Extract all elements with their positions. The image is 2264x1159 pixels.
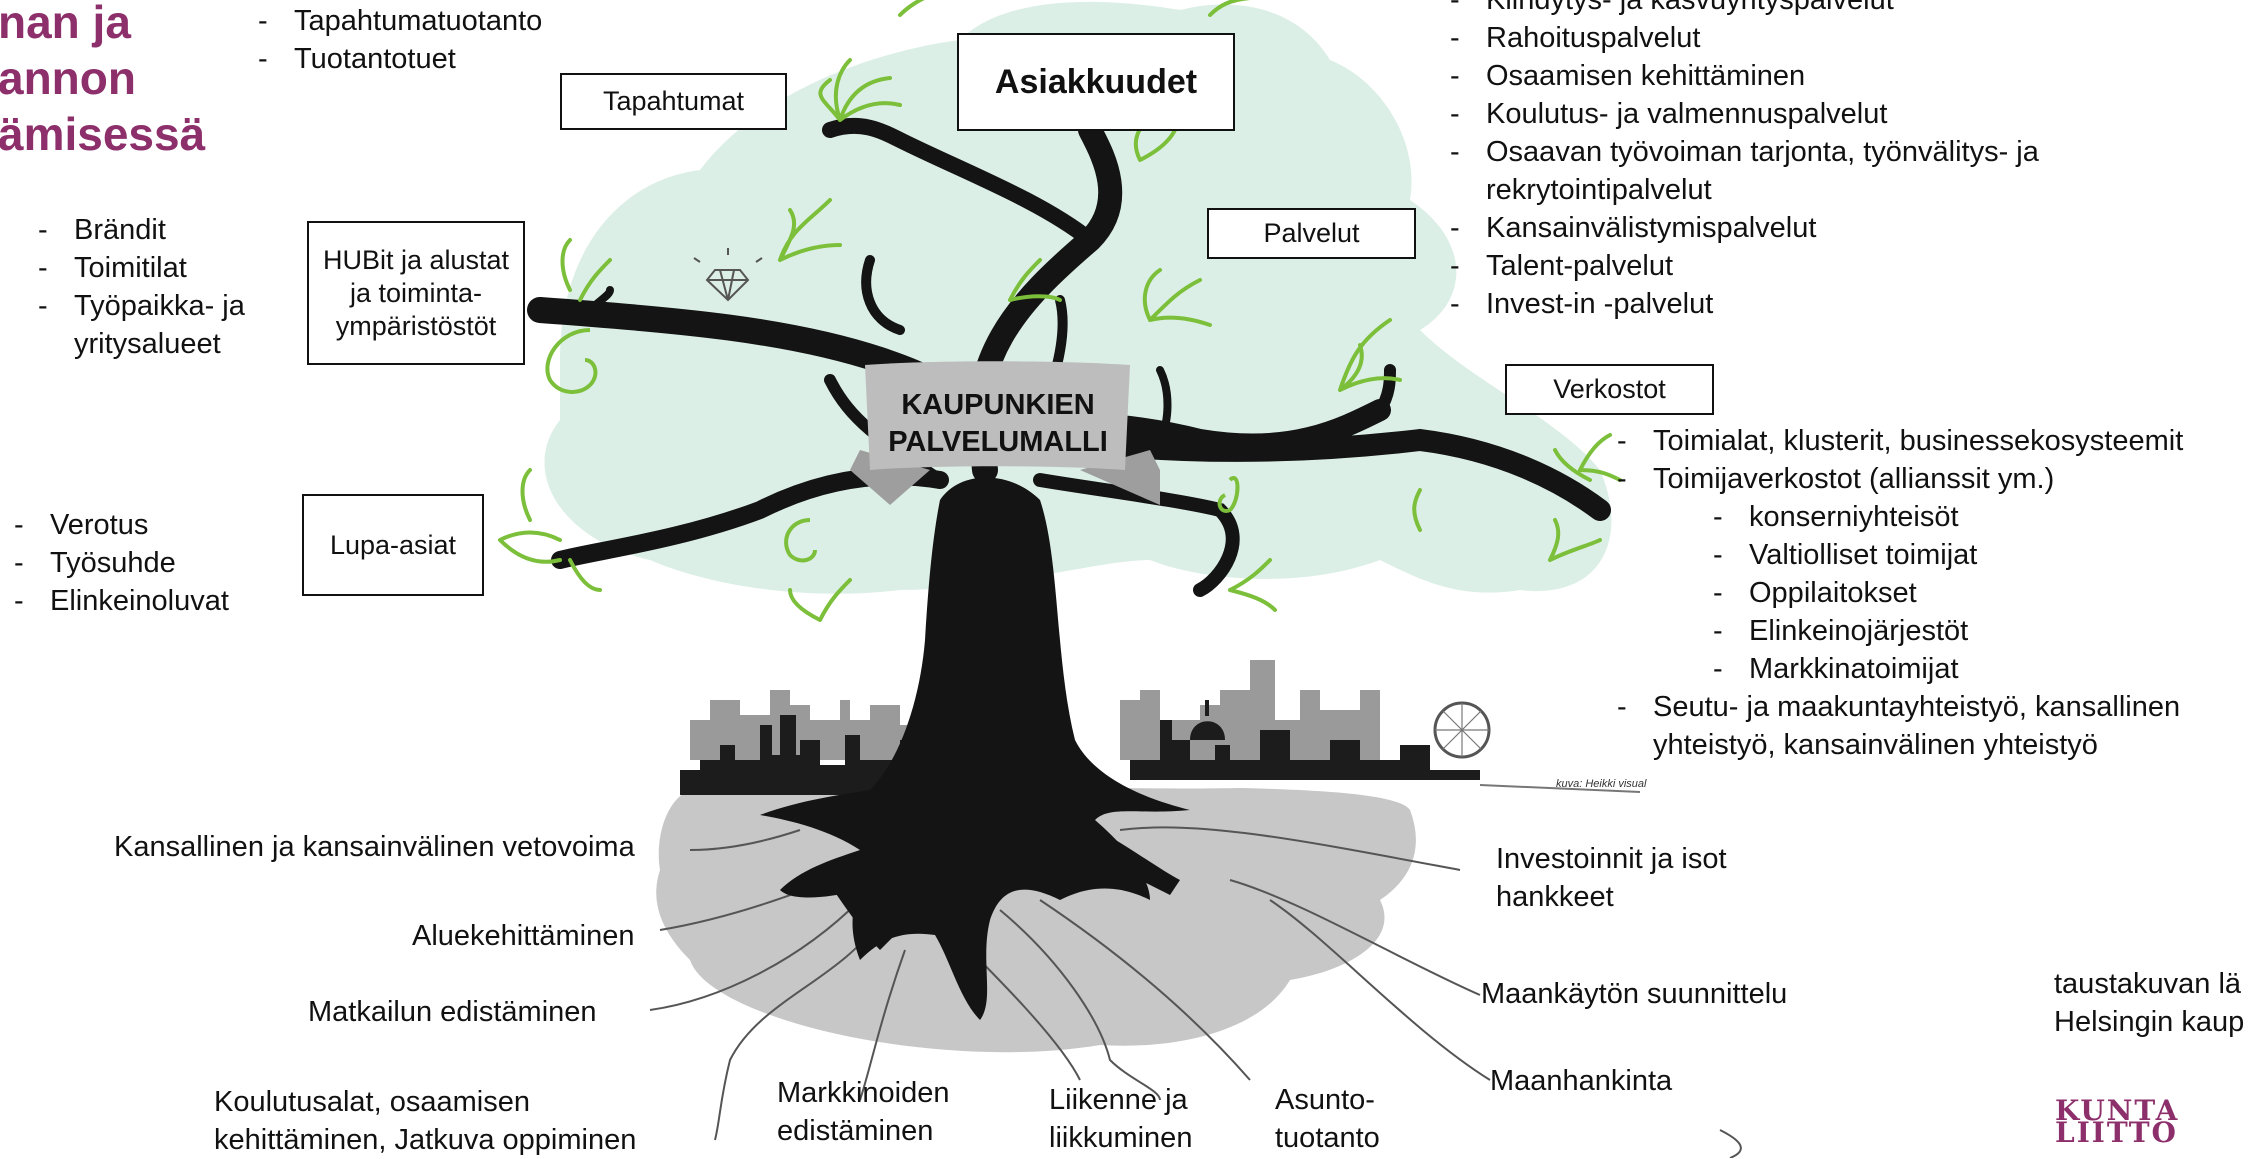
root-label-matkailu: Matkailun edistäminen: [308, 996, 597, 1028]
top-list: Tapahtumatuotanto Tuotantotuet: [258, 2, 542, 78]
left-list-permits: Verotus Työsuhde Elinkeinoluvat: [14, 506, 229, 620]
list-item: Markkinatoimijat: [1713, 650, 2264, 688]
list-item: Tapahtumatuotanto: [258, 2, 542, 40]
list-item: Koulutus- ja valmennuspalvelut: [1450, 95, 2156, 133]
root-label-investoinnit-1: Investoinnit ja isot: [1496, 843, 1727, 875]
list-item: Verotus: [14, 506, 229, 544]
root-label-markkinoiden-2: edistäminen: [777, 1115, 934, 1147]
list-item: Seutu- ja maakuntayhteistyö, kansallinen…: [1617, 688, 2264, 764]
logo-line: LIITTO: [2055, 1116, 2178, 1149]
networks-list: Toimialat, klusterit, businessekosysteem…: [1617, 422, 2264, 764]
list-item: Elinkeinoluvat: [14, 582, 229, 620]
kuntaliitto-logo: KUNTA LIITTO: [2055, 1094, 2180, 1149]
list-item: Toimitilat: [38, 249, 274, 287]
root-label-vetovoima: Kansallinen ja kansainvälinen vetovoima: [114, 831, 635, 863]
root-label-maankaytto: Maankäytön suunnittelu: [1481, 978, 1788, 1010]
page-title-line: annon: [0, 52, 136, 104]
root-label-liikenne-1: Liikenne ja: [1049, 1084, 1188, 1116]
box-hubit: HUBit ja alustat ja toiminta-ympäristöst…: [307, 221, 525, 365]
diamond-doodle: [693, 248, 763, 302]
list-item: Osaamisen kehittäminen: [1450, 57, 2156, 95]
page-title-line: nan ja: [0, 0, 131, 48]
box-tapahtumat: Tapahtumat: [560, 73, 787, 130]
list-item: Työsuhde: [14, 544, 229, 582]
list-item: Kansainvälistymispalvelut: [1450, 209, 2156, 247]
list-item: Kiihdytys- ja kasvuyrityspalvelut: [1450, 0, 2156, 19]
illustration-credit: kuva: Heikki visual: [1556, 778, 1647, 790]
city-skyline-left: [680, 690, 940, 795]
root-label-maanhankinta: Maanhankinta: [1490, 1065, 1673, 1097]
list-item: Invest-in -palvelut: [1450, 285, 2156, 323]
page-title: nan ja annon ämisessä: [0, 0, 205, 162]
background-note-line: taustakuvan lä: [2054, 968, 2242, 1000]
list-item: Talent-palvelut: [1450, 247, 2156, 285]
box-palvelut: Palvelut: [1207, 208, 1416, 259]
logo-line: KUNTA: [2055, 1094, 2180, 1127]
page-title-line: ämisessä: [0, 108, 206, 160]
list-item: Toimialat, klusterit, businessekosysteem…: [1617, 422, 2264, 460]
root-label-koulutus-1: Koulutusalat, osaamisen: [214, 1086, 530, 1118]
root-label-asunto-2: tuotanto: [1275, 1122, 1380, 1154]
list-item: konserniyhteisöt: [1713, 498, 2264, 536]
list-item: Työpaikka- ja yritysalueet: [38, 287, 274, 363]
ground-shape: [656, 783, 1416, 1053]
box-verkostot: Verkostot: [1505, 364, 1714, 415]
root-label-asunto-1: Asunto-: [1275, 1084, 1375, 1116]
banner-ribbon: [850, 361, 1160, 505]
box-lupa-asiat: Lupa-asiat: [302, 494, 484, 596]
root-label-aluekehittaminen: Aluekehittäminen: [412, 920, 635, 952]
tree: [760, 477, 1190, 1020]
list-item: Elinkeinojärjestöt: [1713, 612, 2264, 650]
services-list: Kiihdytys- ja kasvuyrityspalvelut Rahoit…: [1450, 0, 2156, 323]
list-item: Tuotantotuet: [258, 40, 542, 78]
list-item: Brändit: [38, 211, 274, 249]
root-label-markkinoiden-1: Markkinoiden: [777, 1077, 950, 1109]
root-label-investoinnit-2: hankkeet: [1496, 881, 1614, 913]
swirls: [545, 328, 1240, 563]
city-skyline-right: [1120, 660, 1641, 793]
root-lines: [649, 826, 1742, 1158]
root-label-koulutus-2: kehittäminen, Jatkuva oppiminen: [214, 1124, 637, 1156]
left-list-brands: Brändit Toimitilat Työpaikka- ja yritysa…: [38, 211, 274, 363]
list-item: Osaavan työvoiman tarjonta, työnvälitys-…: [1450, 133, 2156, 209]
box-asiakkuudet: Asiakkuudet: [957, 33, 1235, 131]
list-item: Oppilaitokset: [1713, 574, 2264, 612]
list-item: Toimijaverkostot (allianssit ym.): [1617, 460, 2264, 498]
leaves: [498, 0, 1622, 622]
background-note-line: Helsingin kaup: [2054, 1006, 2245, 1038]
list-item: Rahoituspalvelut: [1450, 19, 2156, 57]
list-item: Valtiolliset toimijat: [1713, 536, 2264, 574]
root-label-liikenne-2: liikkuminen: [1049, 1122, 1193, 1154]
